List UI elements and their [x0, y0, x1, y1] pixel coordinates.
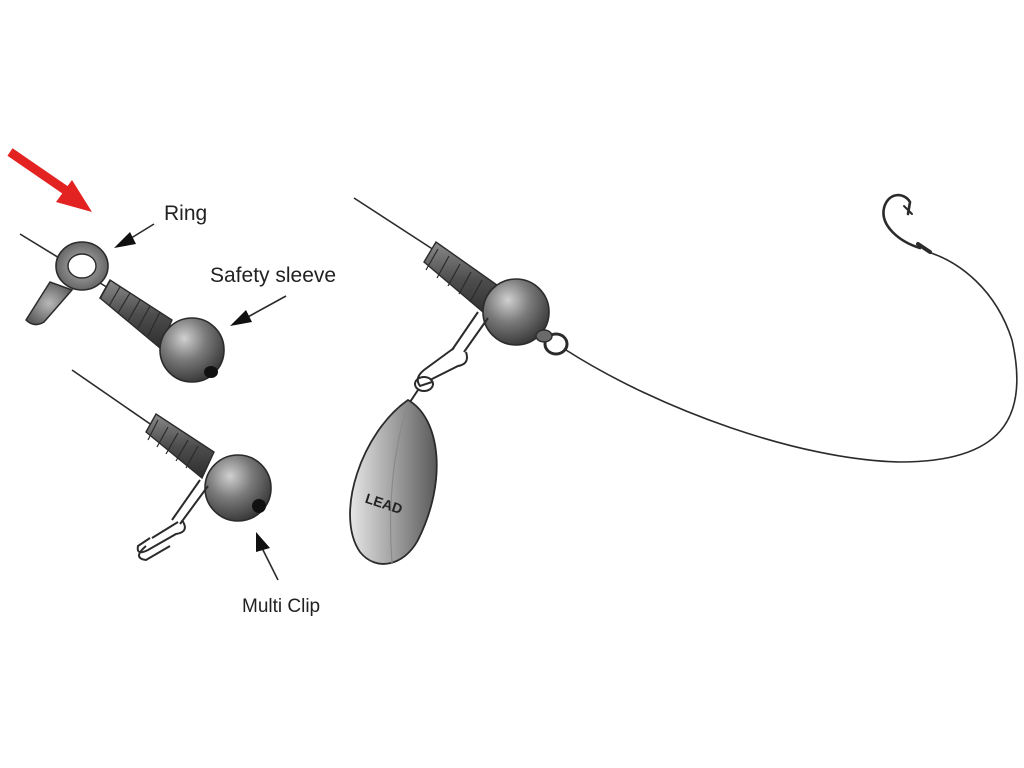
lead-weight-icon: LEAD — [349, 398, 438, 565]
safety-sleeve-label: Safety sleeve — [210, 264, 336, 287]
ring-and-sleeve-assembly — [19, 233, 225, 383]
red-arrow-icon — [7, 148, 92, 212]
line-mid-left — [71, 369, 157, 429]
multi-clip-icon — [136, 479, 209, 562]
safety-sleeve-pointer-arrow — [230, 295, 287, 326]
lead-rig-assembly: LEAD — [349, 197, 1018, 565]
multi-clip-label: Multi Clip — [242, 596, 320, 617]
ring-pointer-arrow — [114, 223, 155, 248]
multi-clip-sleeve-icon — [145, 413, 272, 522]
main-line-lower — [565, 251, 1018, 463]
hook-icon — [882, 193, 932, 254]
main-line-upper — [353, 197, 435, 251]
lead-clip-icon — [409, 311, 489, 403]
multi-clip-pointer-arrow — [256, 532, 279, 581]
ring-icon — [25, 241, 109, 326]
multi-clip-assembly — [71, 369, 272, 562]
lead-rig-sleeve-icon — [423, 240, 569, 356]
ring-label: Ring — [164, 202, 207, 225]
safety-sleeve-icon — [99, 279, 225, 383]
